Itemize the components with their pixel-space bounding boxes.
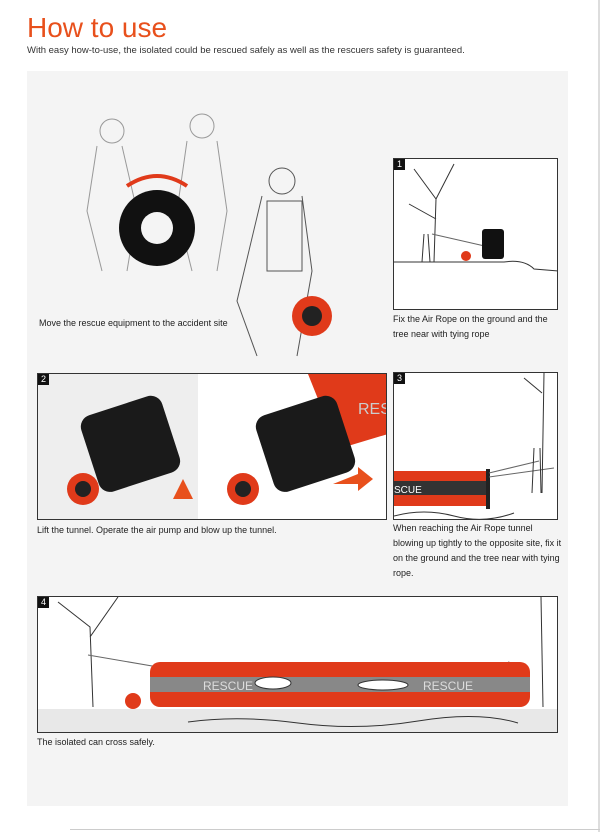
step-number: 1 (394, 159, 405, 170)
step-4-caption: The isolated can cross safely. (37, 737, 155, 747)
tree-rope-illustration (394, 163, 557, 272)
lift-tunnel-illustration: RESC (38, 374, 387, 519)
step-0-caption: Move the rescue equipment to the acciden… (39, 318, 228, 328)
bottom-divider (70, 829, 600, 830)
step-4-image: RESCUE RESCUE 4 (37, 596, 558, 733)
tunnel-label-left: RESCUE (203, 679, 253, 693)
step-number: 2 (38, 374, 49, 385)
step-number: 3 (394, 373, 405, 384)
page-title: How to use (27, 12, 168, 43)
tunnel-label-right: RESCUE (423, 679, 473, 693)
step-1-image: 1 (393, 158, 558, 310)
step-2-caption: Lift the tunnel. Operate the air pump an… (37, 525, 277, 535)
tunnel-label: SCUE (394, 485, 422, 496)
page-subtitle: With easy how-to-use, the isolated could… (27, 45, 465, 56)
step-3-image: SCUE 3 (393, 372, 558, 520)
step-3-caption: When reaching the Air Rope tunnel blowin… (393, 523, 562, 578)
tunnel-label: RESC (358, 401, 387, 418)
tunnel-fixed-illustration: SCUE (394, 373, 555, 519)
step-number: 4 (38, 597, 49, 608)
page-edge (598, 0, 600, 832)
instructions-panel: Move the rescue equipment to the acciden… (27, 71, 568, 806)
rescuers-illustration (86, 113, 332, 357)
step-2-image: RESC 2 (37, 373, 387, 520)
crossing-illustration: RESCUE RESCUE (38, 597, 557, 732)
step-1-caption: Fix the Air Rope on the ground and the t… (393, 314, 548, 339)
